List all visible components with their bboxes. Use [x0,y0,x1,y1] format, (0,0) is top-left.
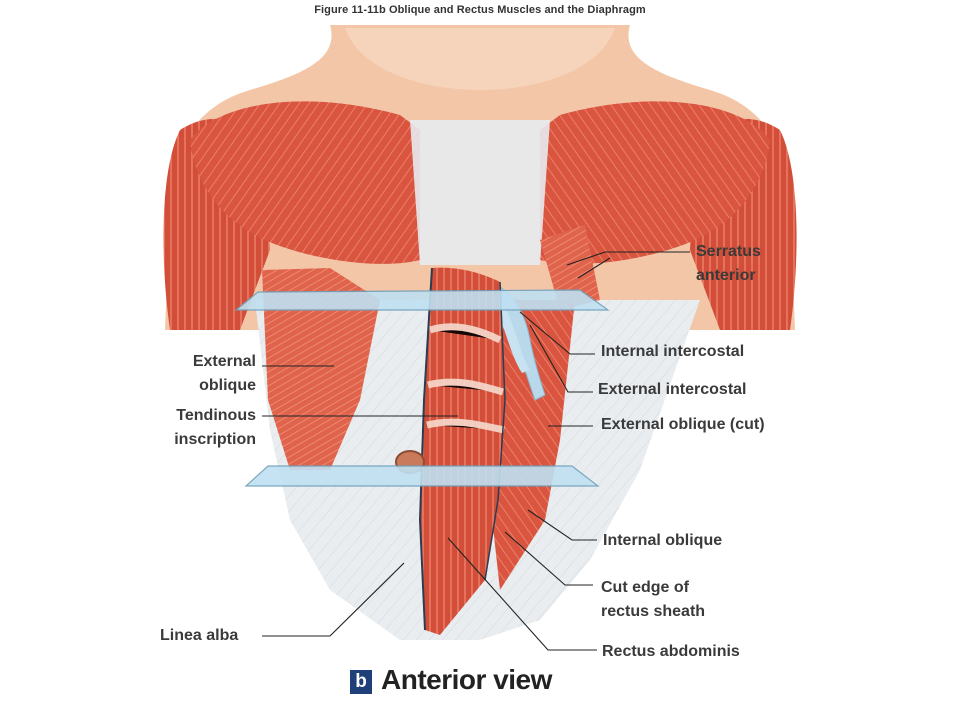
rectus-sheath-edge-right [484,281,506,581]
rib-segment [495,300,530,373]
leader-external-intercostal [529,324,593,393]
leader-cut-edge [504,531,593,586]
leader-internal-oblique [527,509,597,541]
upper-cut-plane [234,289,610,311]
rectus-abdominis [420,267,505,635]
leader-serratus [566,251,690,266]
figure-title: Figure 11-11b Oblique and Rectus Muscles… [314,4,646,16]
left-external-oblique [262,268,380,470]
label-linea-alba: Linea alba [160,627,239,644]
serratus-anterior [540,225,600,310]
leader-lines [262,251,690,651]
leader-rectus-abdominis [447,537,597,651]
leader-linea-alba [262,562,405,637]
label-internal-intercostal: Internal intercostal [601,343,745,360]
label-rectus-abdominis: Rectus abdominis [602,643,740,660]
tendinous-inscriptions [426,323,505,434]
lower-cut-plane [244,465,600,487]
left-pectoralis-major [190,101,420,264]
right-pectoralis-major [540,101,770,264]
leader-serratus-2 [577,257,611,279]
view-title: Anterior view [381,664,552,695]
label-internal-oblique: Internal oblique [603,532,723,549]
label-cut-edge-rectus-sheath: Cut edge of rectus sheath [601,579,706,620]
leader-internal-intercostal [519,311,595,355]
label-external-oblique-cut: External oblique (cut) [601,416,765,433]
sternum [410,120,550,265]
right-internal-oblique [490,300,575,590]
label-serratus-anterior: Serratus anterior [696,243,761,284]
label-external-oblique: External oblique [192,353,256,394]
panel-letter-badge: b [350,670,372,694]
label-external-intercostal: External intercostal [598,381,747,398]
label-tendinous-inscription: Tendinous inscription [174,407,256,448]
